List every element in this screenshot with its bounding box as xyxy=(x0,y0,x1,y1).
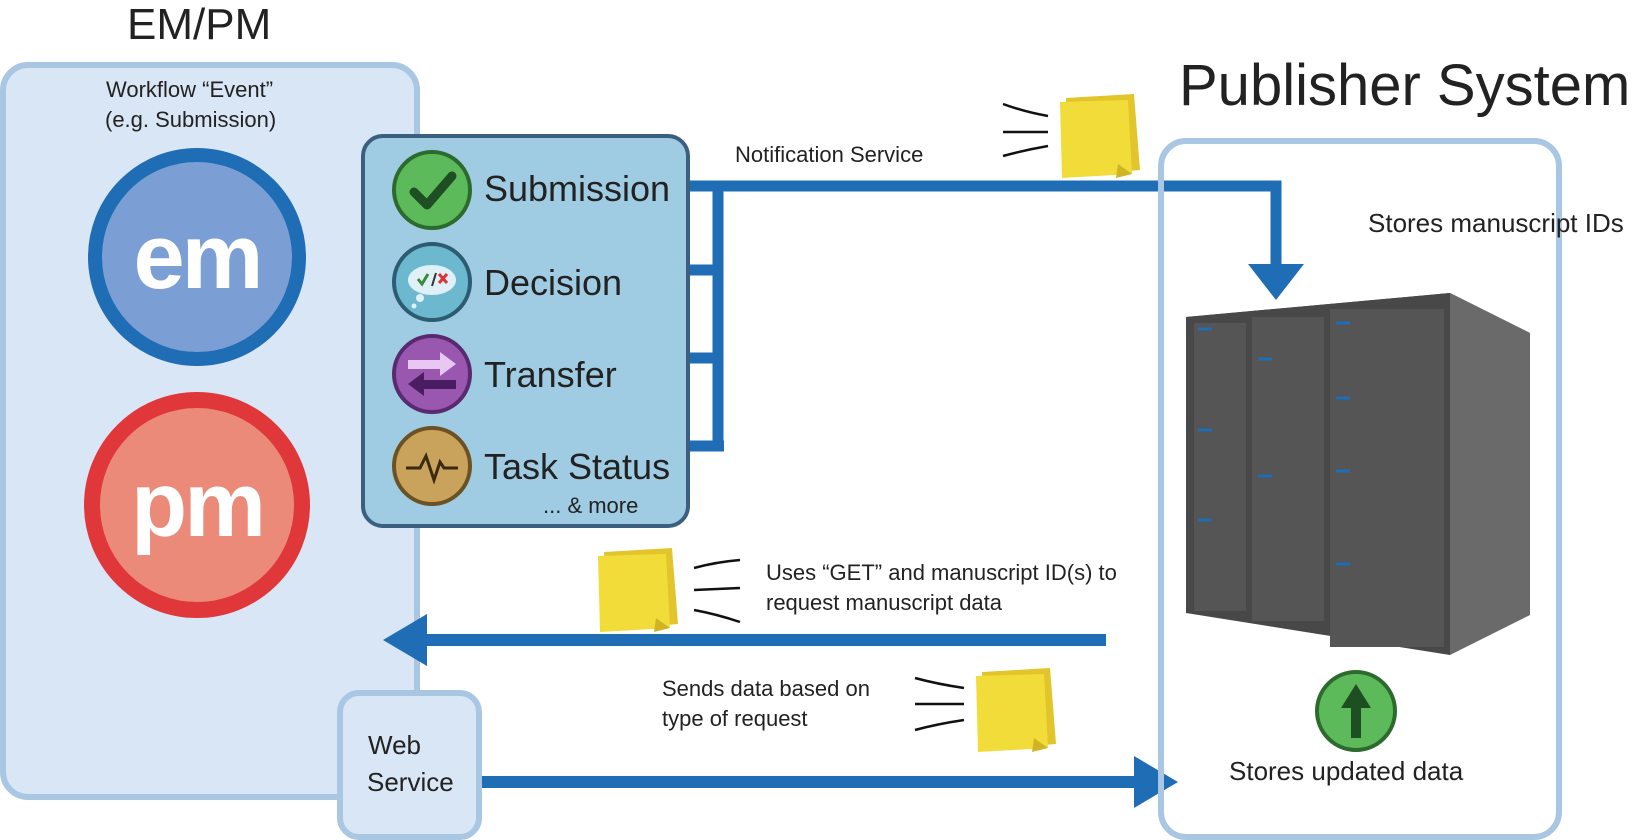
get-request-note-icon xyxy=(598,548,741,632)
notification-service-label: Notification Service xyxy=(735,142,924,167)
get-request-line2: request manuscript data xyxy=(766,590,1003,615)
event-label-submission: Submission xyxy=(484,168,671,209)
web-service-line1: Web xyxy=(368,730,421,760)
upload-arrow-icon xyxy=(1315,670,1397,752)
checkmark-icon xyxy=(392,150,472,230)
sends-data-line1: Sends data based on xyxy=(662,676,870,701)
web-service-box xyxy=(337,690,482,840)
events-more: ... & more xyxy=(543,493,639,518)
stores-updated-label: Stores updated data xyxy=(1229,756,1464,786)
event-caption-line2: (e.g. Submission) xyxy=(105,107,277,132)
sends-data-line2: type of request xyxy=(662,706,808,731)
transfer-arrows-icon xyxy=(392,334,472,414)
decision-cloud-icon xyxy=(392,242,472,322)
web-service-line2: Service xyxy=(367,767,454,797)
sends-data-note-icon xyxy=(914,668,1056,752)
server-cabinet-icon xyxy=(1186,293,1530,655)
publisher-panel xyxy=(1158,138,1562,840)
pulse-icon xyxy=(392,426,472,506)
get-request-line1: Uses “GET” and manuscript ID(s) to xyxy=(766,560,1117,585)
event-caption-line1: Workflow “Event” xyxy=(106,77,274,102)
publisher-title: Publisher System xyxy=(1179,53,1631,118)
event-label-task-status: Task Status xyxy=(484,446,671,487)
stores-ids-label: Stores manuscript IDs xyxy=(1368,208,1624,238)
notification-note-icon xyxy=(1002,94,1140,178)
em-pm-title: EM/PM xyxy=(127,0,272,49)
event-label-transfer: Transfer xyxy=(484,354,617,395)
event-label-decision: Decision xyxy=(484,262,623,303)
